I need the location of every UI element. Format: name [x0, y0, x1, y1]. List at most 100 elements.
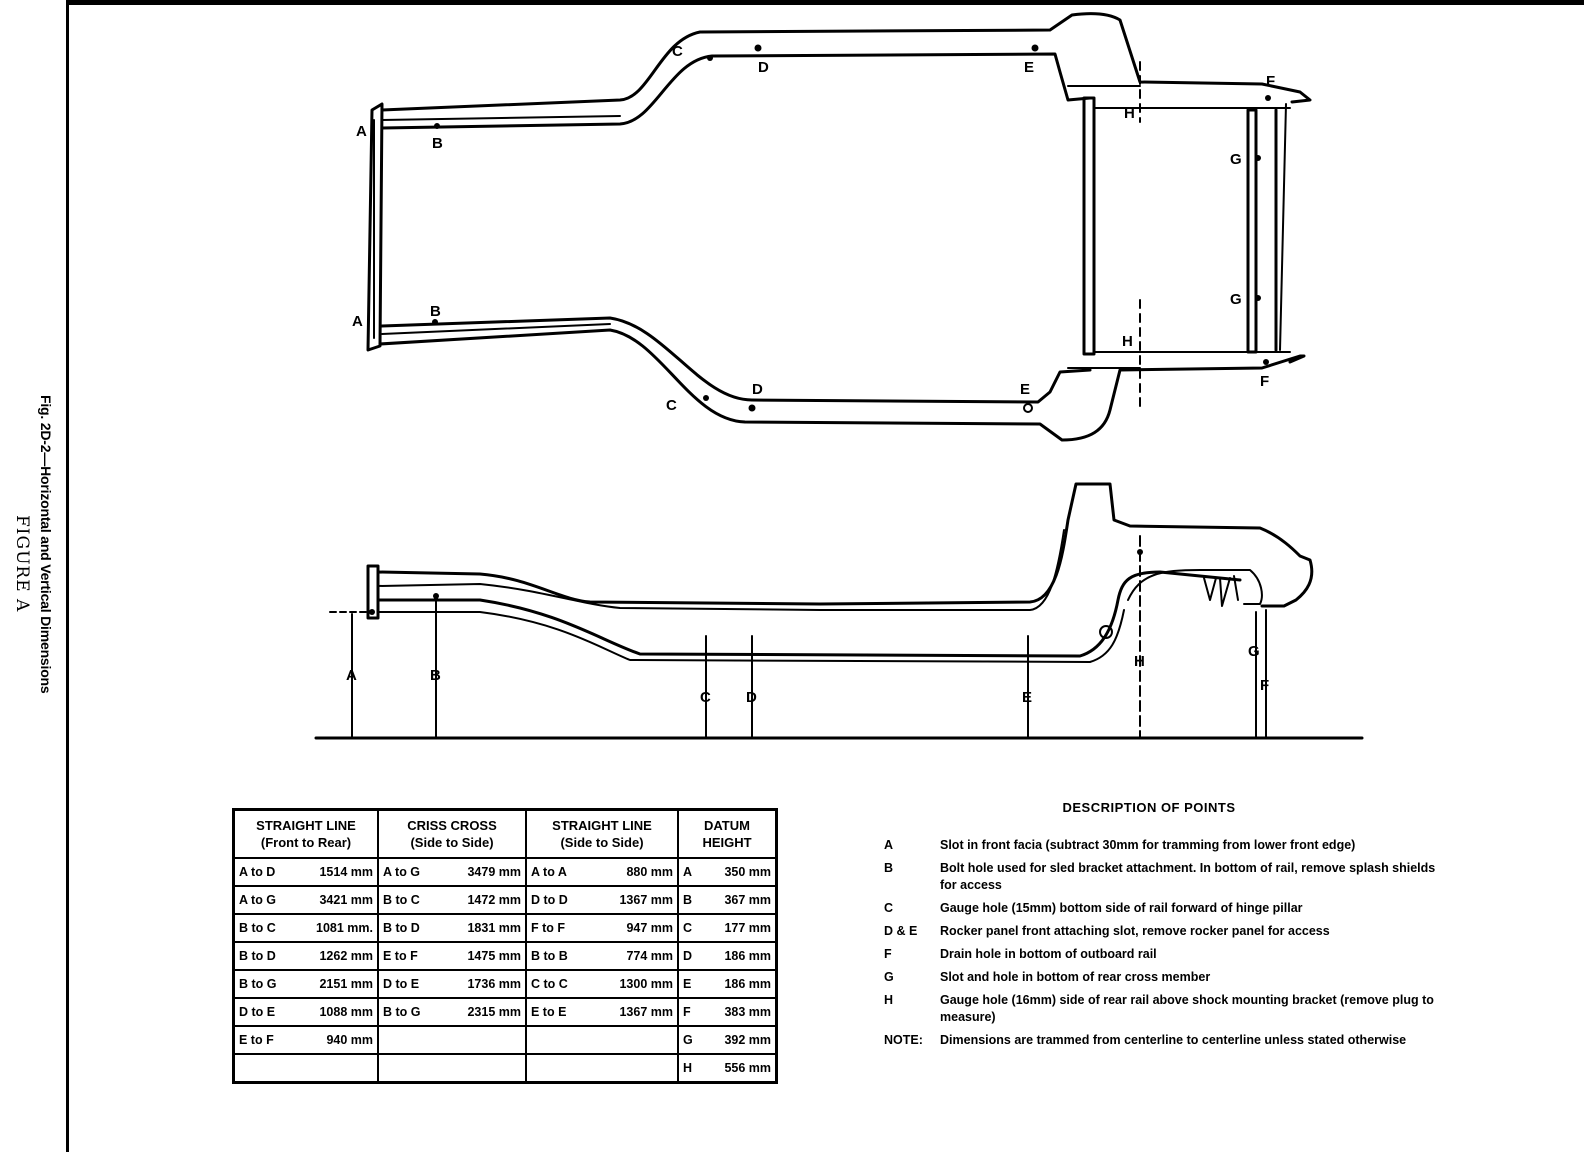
- description-item: D & E Rocker panel front attaching slot, …: [884, 923, 1444, 940]
- description-item: B Bolt hole used for sled bracket attachm…: [884, 860, 1444, 894]
- cell-value: 2315 mm: [467, 1005, 521, 1019]
- point-label-f-upper: F: [1266, 73, 1275, 90]
- cell-pair: B: [683, 893, 693, 907]
- cell-value: 392 mm: [724, 1033, 771, 1047]
- table-cell: [525, 1025, 679, 1055]
- description-key: D & E: [884, 924, 918, 938]
- plan-point-labels: A A B B C C D D E E F F G G H H: [352, 43, 1275, 414]
- frame-left-border: [66, 0, 69, 1152]
- table-cell: H 556 mm: [677, 1053, 778, 1084]
- cell-value: 1081 mm.: [316, 921, 373, 935]
- point-label-f-lower: F: [1260, 373, 1269, 390]
- cell-pair: A to G: [239, 893, 277, 907]
- point-label-g-upper: G: [1230, 151, 1242, 168]
- cell-value: 3421 mm: [319, 893, 373, 907]
- cell-value: 880 mm: [626, 865, 673, 879]
- cell-pair: C: [683, 921, 693, 935]
- point-label-d-lower: D: [752, 381, 763, 398]
- elev-label-f: F: [1260, 677, 1269, 694]
- plan-view: [366, 12, 1312, 442]
- upper-rail-outer: [380, 12, 1312, 112]
- description-text: Gauge hole (16mm) side of rear rail abov…: [940, 993, 1434, 1024]
- front-crossbar: [366, 102, 384, 352]
- description-text: Slot and hole in bottom of rear cross me…: [940, 970, 1211, 984]
- table-cell: B to D 1831 mm: [377, 913, 527, 943]
- cell-pair: B to B: [531, 949, 568, 963]
- cell-pair: B to G: [383, 1005, 421, 1019]
- cell-pair: D to E: [383, 977, 420, 991]
- cell-value: 1736 mm: [467, 977, 521, 991]
- elev-label-e: E: [1022, 689, 1032, 706]
- cell-pair: E to F: [239, 1033, 274, 1047]
- description-text: Rocker panel front attaching slot, remov…: [940, 924, 1330, 938]
- elev-label-a: A: [346, 667, 357, 684]
- table-cell: B to G 2315 mm: [377, 997, 527, 1027]
- point-label-d-upper: D: [758, 59, 769, 76]
- cell-value: 940 mm: [326, 1033, 373, 1047]
- table-cell: B to C 1472 mm: [377, 885, 527, 915]
- cell-value: 774 mm: [626, 949, 673, 963]
- table-cell: B to B 774 mm: [525, 941, 679, 971]
- description-key: C: [884, 901, 894, 915]
- cell-pair: D to D: [531, 893, 568, 907]
- lower-rail-outer: [378, 328, 1306, 442]
- cell-value: 1831 mm: [467, 921, 521, 935]
- front-face: [366, 564, 380, 620]
- description-key: NOTE:: [884, 1033, 923, 1047]
- cell-pair: B to D: [383, 921, 420, 935]
- cell-pair: A to G: [383, 865, 421, 879]
- header-straight-line-front-rear: STRAIGHT LINE(Front to Rear): [232, 808, 379, 859]
- point-label-b-upper: B: [432, 135, 443, 152]
- cell-value: 1472 mm: [467, 893, 521, 907]
- description-text: Bolt hole used for sled bracket attachme…: [940, 861, 1436, 892]
- elev-label-h: H: [1134, 653, 1145, 670]
- cell-pair: A: [683, 865, 693, 879]
- header-straight-line-side: STRAIGHT LINE(Side to Side): [525, 808, 679, 859]
- cell-pair: E to E: [531, 1005, 567, 1019]
- point-label-a-lower: A: [352, 313, 363, 330]
- cell-value: 1514 mm: [319, 865, 373, 879]
- table-cell: A to G 3421 mm: [232, 885, 379, 915]
- cell-value: 350 mm: [724, 865, 771, 879]
- cell-pair: B to C: [383, 893, 420, 907]
- table-cell: [377, 1053, 527, 1084]
- cell-value: 947 mm: [626, 921, 673, 935]
- table-cell: [232, 1053, 379, 1084]
- side-elevation-view: [314, 482, 1364, 740]
- description-key: A: [884, 838, 894, 852]
- cell-pair: A to D: [239, 865, 276, 879]
- cell-value: 556 mm: [724, 1061, 771, 1075]
- cell-pair: H: [683, 1061, 693, 1075]
- cell-value: 1475 mm: [467, 949, 521, 963]
- point-label-a-upper: A: [356, 123, 367, 140]
- cell-value: 186 mm: [724, 949, 771, 963]
- header-criss-cross: CRISS CROSS(Side to Side): [377, 808, 527, 859]
- description-key: B: [884, 861, 894, 875]
- point-label-c-lower: C: [666, 397, 677, 414]
- cell-pair: D: [683, 949, 693, 963]
- cell-pair: A to A: [531, 865, 567, 879]
- rear-rail-left: [1082, 96, 1096, 356]
- cell-value: 1088 mm: [319, 1005, 373, 1019]
- rail-lower-outline: [376, 570, 1242, 658]
- table-cell: D to E 1736 mm: [377, 969, 527, 999]
- table-cell: E to F 940 mm: [232, 1025, 379, 1055]
